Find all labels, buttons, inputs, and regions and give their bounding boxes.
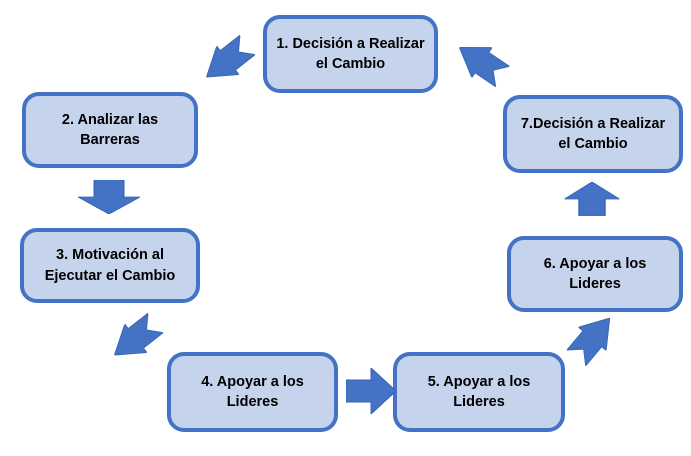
step-3-label-line-2: Ejecutar el Cambio — [44, 267, 176, 284]
step-6-label-line-1: 6. Apoyar a los — [543, 255, 647, 272]
step-2-label-line-1: 2. Analizar las — [61, 111, 159, 128]
arrow-5-to-6-icon — [562, 307, 623, 370]
step-3-label-line-1: 3. Motivación al — [56, 247, 164, 263]
step-box-1: 1. Decisión a Realizar el Cambio — [263, 15, 438, 93]
step-7-label-line-1: 7.Decisión a Realizar — [520, 115, 666, 132]
step-box-5: 5. Apoyar a los Lideres — [393, 352, 565, 432]
step-box-2: 2. Analizar las Barreras — [22, 92, 198, 168]
step-box-4: 4. Apoyar a los Lideres — [167, 352, 338, 432]
step-2-label-line-2: Barreras — [80, 132, 140, 148]
arrow-6-to-7-icon — [564, 182, 620, 216]
notched-arrow-glyph — [566, 317, 611, 367]
notched-arrow-glyph — [458, 46, 510, 88]
step-box-6: 6. Apoyar a los Lideres — [507, 236, 683, 312]
step-box-7: 7.Decisión a Realizar el Cambio — [503, 95, 683, 173]
block-arrow-glyph — [78, 180, 140, 214]
step-5-label-line-1: 5. Apoyar a los — [427, 373, 531, 390]
block-arrow-glyph — [346, 368, 396, 414]
step-7-label-line-2: el Cambio — [558, 136, 628, 152]
notched-arrow-glyph — [206, 34, 256, 78]
arrow-4-to-5-icon — [346, 368, 396, 414]
step-6-label-line-2: Lideres — [569, 276, 621, 292]
step-box-3: 3. Motivación al Ejecutar el Cambio — [20, 228, 200, 303]
arrow-7-to-1-icon — [449, 33, 512, 92]
step-1-label-line-1: 1. Decisión a Realizar — [276, 35, 425, 52]
step-5-label-line-2: Lideres — [453, 394, 505, 410]
notched-arrow-glyph — [114, 312, 164, 356]
step-4-label-line-2: Lideres — [226, 394, 279, 410]
arrow-3-to-4-icon — [103, 309, 166, 369]
arrow-1-to-2-icon — [195, 31, 258, 91]
step-1-label-line-2: el Cambio — [315, 56, 386, 72]
step-4-label-line-1: 4. Apoyar a los — [201, 373, 304, 390]
arrow-2-to-3-icon — [78, 180, 140, 214]
block-arrow-glyph — [564, 182, 620, 216]
